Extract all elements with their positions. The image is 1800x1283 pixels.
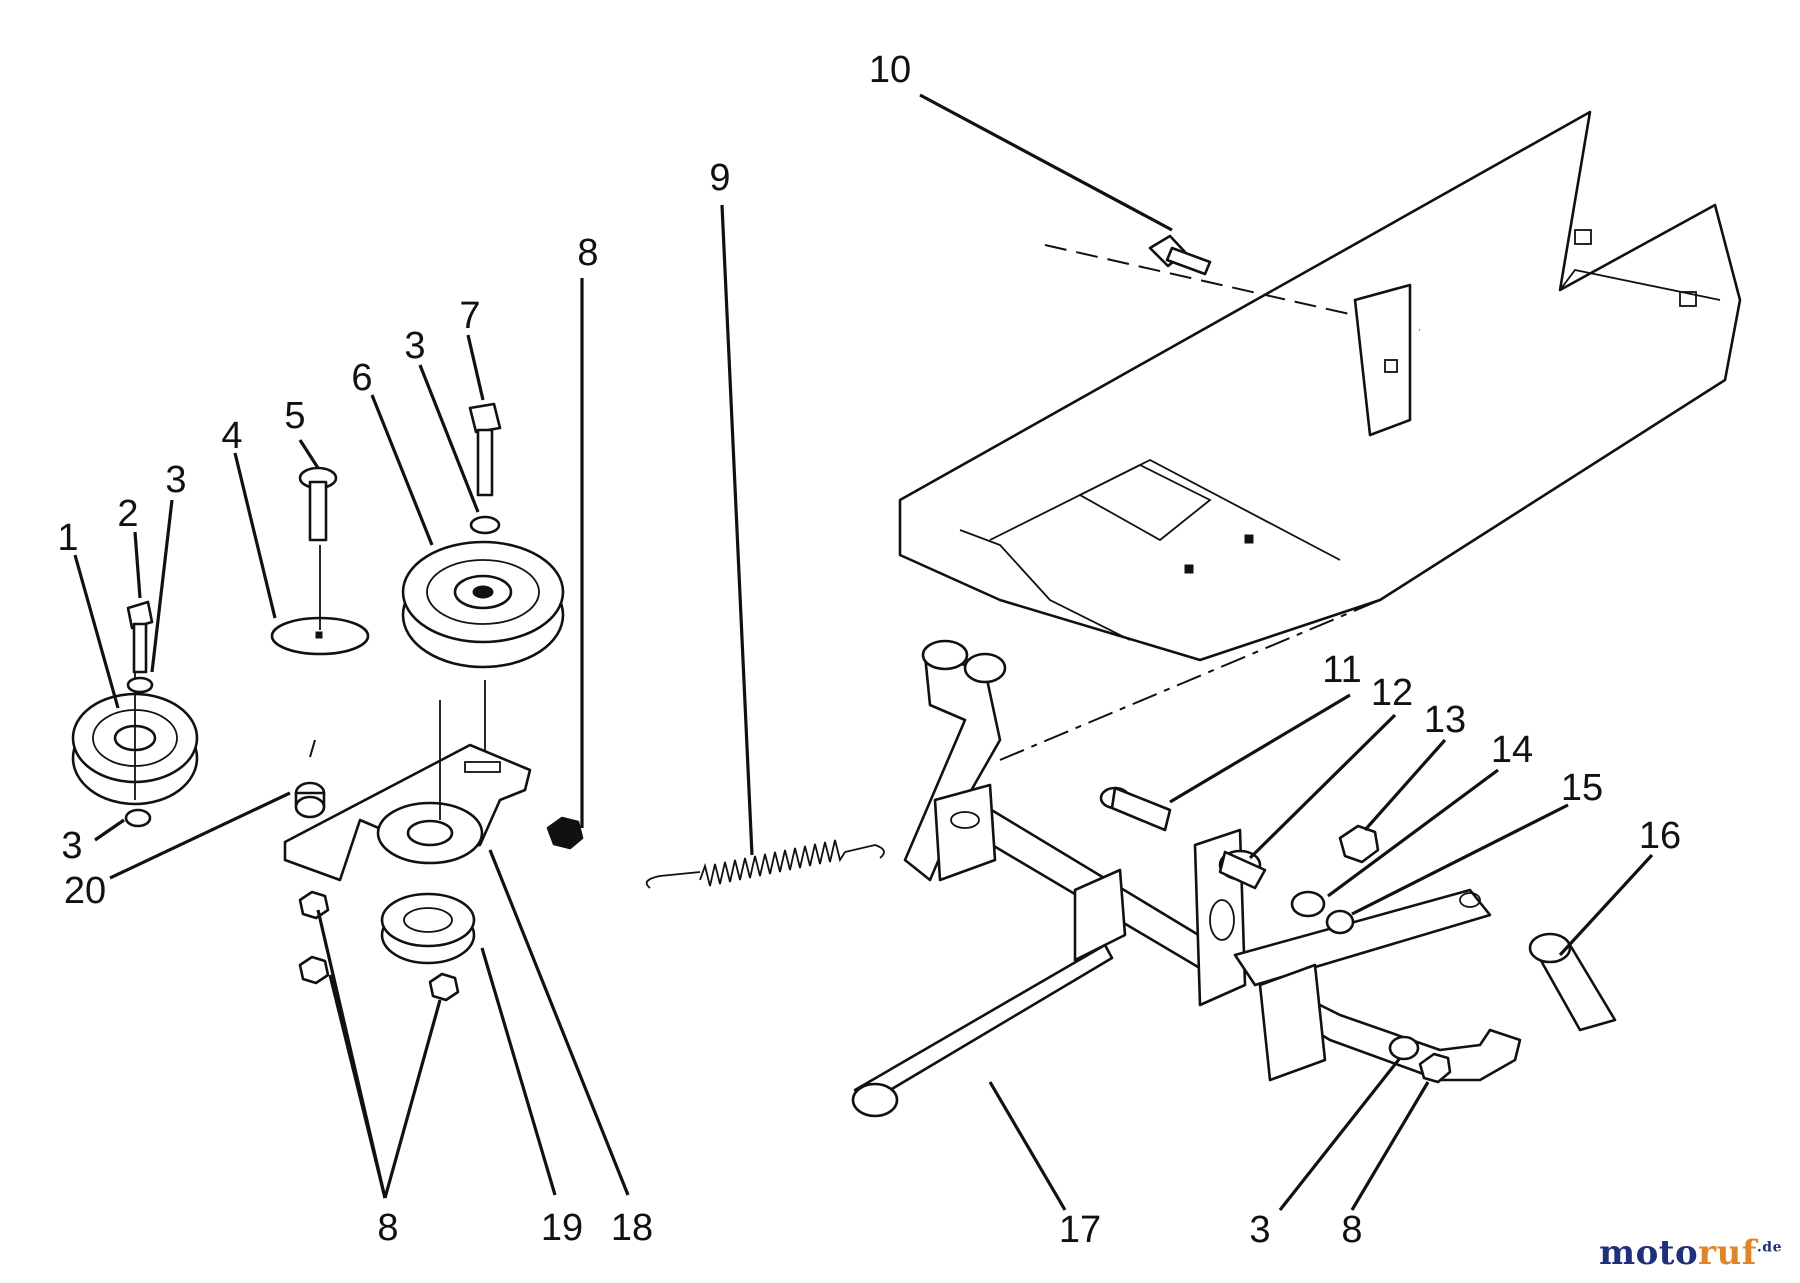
callout-10: 10 [869, 49, 911, 91]
callout-4: 4 [221, 415, 242, 457]
washer-3-lower-left [124, 808, 152, 828]
leader-lines [73, 93, 1654, 1211]
washer-3-upper-mid [469, 515, 501, 535]
callout-15: 15 [1561, 767, 1603, 809]
callout-13: 13 [1424, 699, 1466, 741]
lift-arm-assembly [851, 639, 1617, 1118]
washer-3-lower-right [1388, 1035, 1420, 1061]
callout-11: 11 [1322, 649, 1361, 691]
callout-5: 5 [284, 395, 305, 437]
callout-labels: 1 2 3 4 5 6 3 7 8 9 10 3 20 11 12 13 14 … [57, 49, 1681, 1251]
nut-8-lower-a [298, 890, 330, 920]
callout-19: 19 [541, 1207, 583, 1249]
callout-14: 14 [1491, 729, 1533, 771]
callout-3-lower-left: 3 [61, 825, 82, 867]
bolt-7 [468, 402, 502, 497]
callout-18: 18 [611, 1207, 653, 1249]
callout-6: 6 [351, 357, 372, 399]
spacer-20 [294, 781, 326, 819]
nut-13 [1338, 824, 1380, 864]
pin-11 [1099, 786, 1172, 832]
nut-8-lower-right [1418, 1052, 1452, 1084]
idler-bracket-18 [283, 700, 532, 882]
callout-3-upper-left: 3 [165, 459, 186, 501]
pulley-1 [71, 655, 199, 806]
nut-8-lower-b [298, 955, 330, 985]
pulley-19 [380, 892, 476, 965]
bolt-5 [298, 466, 338, 542]
nut-8-right-bracket [546, 816, 584, 850]
deck-plate [898, 110, 1742, 761]
watermark-part2: ruf [1698, 1233, 1757, 1273]
washer-14 [1290, 890, 1326, 918]
bolt-10 [1148, 234, 1212, 276]
bolt-2 [126, 600, 154, 674]
callout-8-right-bracket: 8 [577, 232, 598, 274]
callout-2: 2 [117, 493, 138, 535]
watermark-part1: moto [1599, 1233, 1699, 1273]
callout-17: 17 [1059, 1209, 1101, 1251]
callout-3-lower-right: 3 [1249, 1209, 1270, 1251]
callout-9: 9 [709, 157, 730, 199]
callout-16: 16 [1639, 815, 1681, 857]
callout-8-lower-right: 8 [1341, 1209, 1362, 1251]
callout-12: 12 [1371, 672, 1413, 714]
callout-3-upper-mid: 3 [404, 325, 425, 367]
callout-7: 7 [459, 295, 480, 337]
watermark-suffix: .de [1756, 1239, 1782, 1256]
callout-8-lower-left: 8 [377, 1207, 398, 1249]
nut-8-lower-c [428, 972, 460, 1002]
washer-3-upper-left [126, 676, 154, 694]
callout-20: 20 [64, 870, 106, 912]
spring-9 [645, 839, 885, 889]
callout-1: 1 [57, 517, 78, 559]
ring-15 [1325, 909, 1355, 935]
pulley-6 [401, 540, 565, 669]
watermark-logo: motoruf.de [1599, 1233, 1782, 1273]
